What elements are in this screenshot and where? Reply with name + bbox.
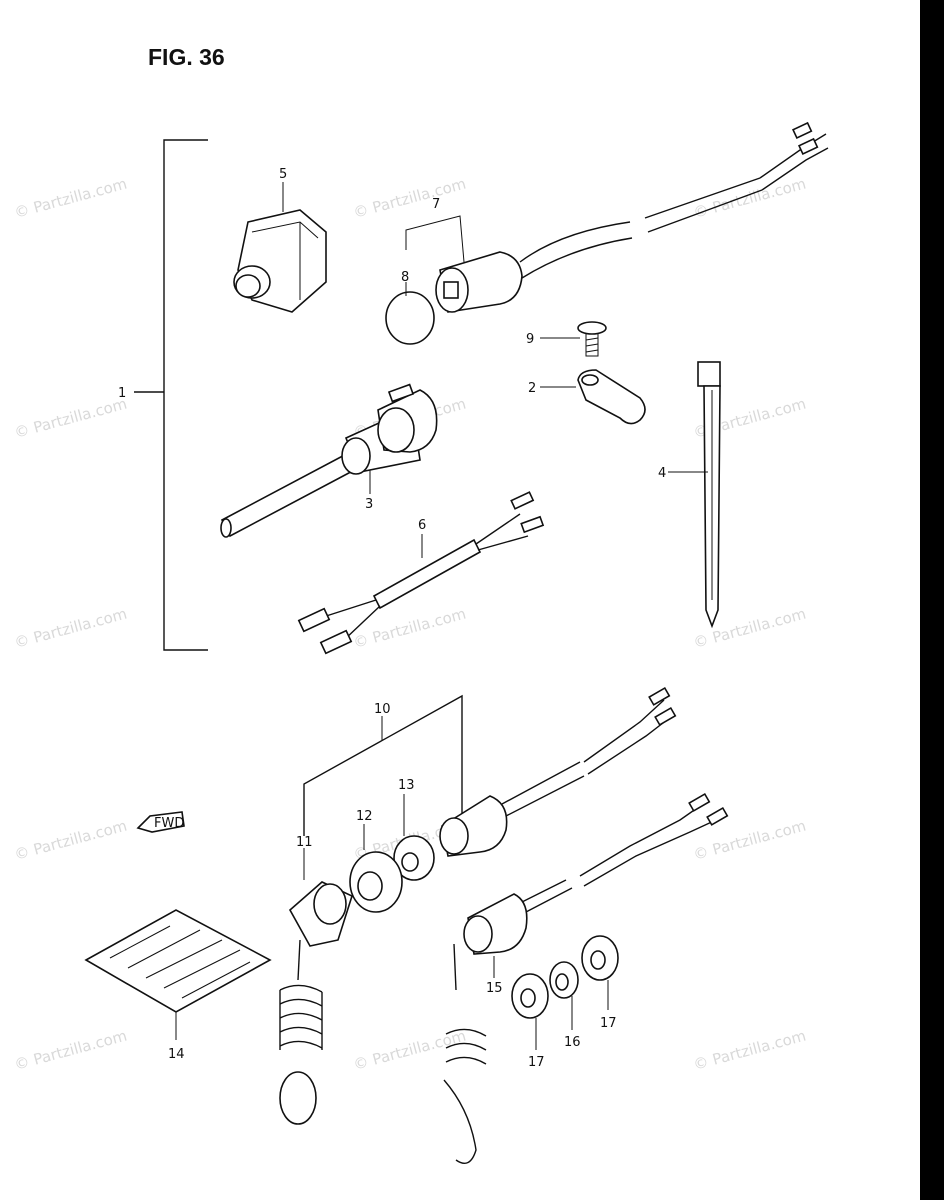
callout-11: 11 bbox=[296, 835, 313, 850]
figure-title: FIG. 36 bbox=[148, 44, 225, 70]
part-13-washer bbox=[393, 794, 435, 881]
part-2-clamp bbox=[540, 369, 646, 425]
part-3-grommet bbox=[220, 383, 438, 538]
watermark: © Partzilla.com bbox=[691, 1027, 807, 1074]
page-edge-bar bbox=[920, 0, 944, 1200]
part-5-cover bbox=[233, 182, 327, 313]
part-10-stop-switch bbox=[439, 686, 677, 857]
callout-12: 12 bbox=[356, 809, 373, 824]
callout-8: 8 bbox=[401, 270, 409, 285]
part-7-switch bbox=[385, 121, 829, 345]
callout-16: 16 bbox=[564, 1035, 581, 1050]
callout-2: 2 bbox=[528, 381, 536, 396]
part-6-wire-lead bbox=[297, 491, 545, 655]
callout-3: 3 bbox=[365, 497, 373, 512]
watermark: © Partzilla.com bbox=[351, 1027, 467, 1074]
callout-labels: 1 2 3 4 5 6 7 8 9 10 11 12 13 14 15 16 1… bbox=[118, 167, 666, 1070]
callout-5: 5 bbox=[279, 167, 287, 182]
callout-9: 9 bbox=[526, 332, 534, 347]
callout-6: 6 bbox=[418, 518, 426, 533]
part-9-screw bbox=[540, 321, 607, 357]
watermark: © Partzilla.com bbox=[12, 817, 128, 864]
watermark: © Partzilla.com bbox=[351, 175, 467, 222]
fwd-label: FWD bbox=[154, 816, 184, 831]
watermark: © Partzilla.com bbox=[12, 395, 128, 442]
part-15-switch bbox=[443, 792, 729, 1164]
watermark: © Partzilla.com bbox=[12, 605, 128, 652]
watermark: © Partzilla.com bbox=[12, 1027, 128, 1074]
callout-13: 13 bbox=[398, 778, 415, 793]
callout-17: 17 bbox=[600, 1016, 617, 1031]
parts-16-17-washers bbox=[511, 935, 619, 1050]
callout-14: 14 bbox=[168, 1047, 185, 1062]
part-4-cable-tie bbox=[668, 361, 721, 629]
part-14-decal bbox=[84, 909, 272, 1040]
part-11-lanyard bbox=[279, 848, 353, 1125]
callout-4: 4 bbox=[658, 466, 666, 481]
assembly-10-bracket bbox=[303, 694, 463, 836]
watermark: © Partzilla.com bbox=[12, 175, 128, 222]
callout-10: 10 bbox=[374, 702, 391, 717]
callout-17: 17 bbox=[528, 1055, 545, 1070]
callout-7: 7 bbox=[432, 197, 440, 212]
callout-1: 1 bbox=[118, 386, 126, 401]
callout-15: 15 bbox=[486, 981, 503, 996]
part-12-nut bbox=[349, 824, 403, 913]
fwd-direction-marker: FWD bbox=[136, 811, 185, 833]
assembly-1-bracket bbox=[134, 139, 208, 651]
watermark: © Partzilla.com bbox=[351, 605, 467, 652]
